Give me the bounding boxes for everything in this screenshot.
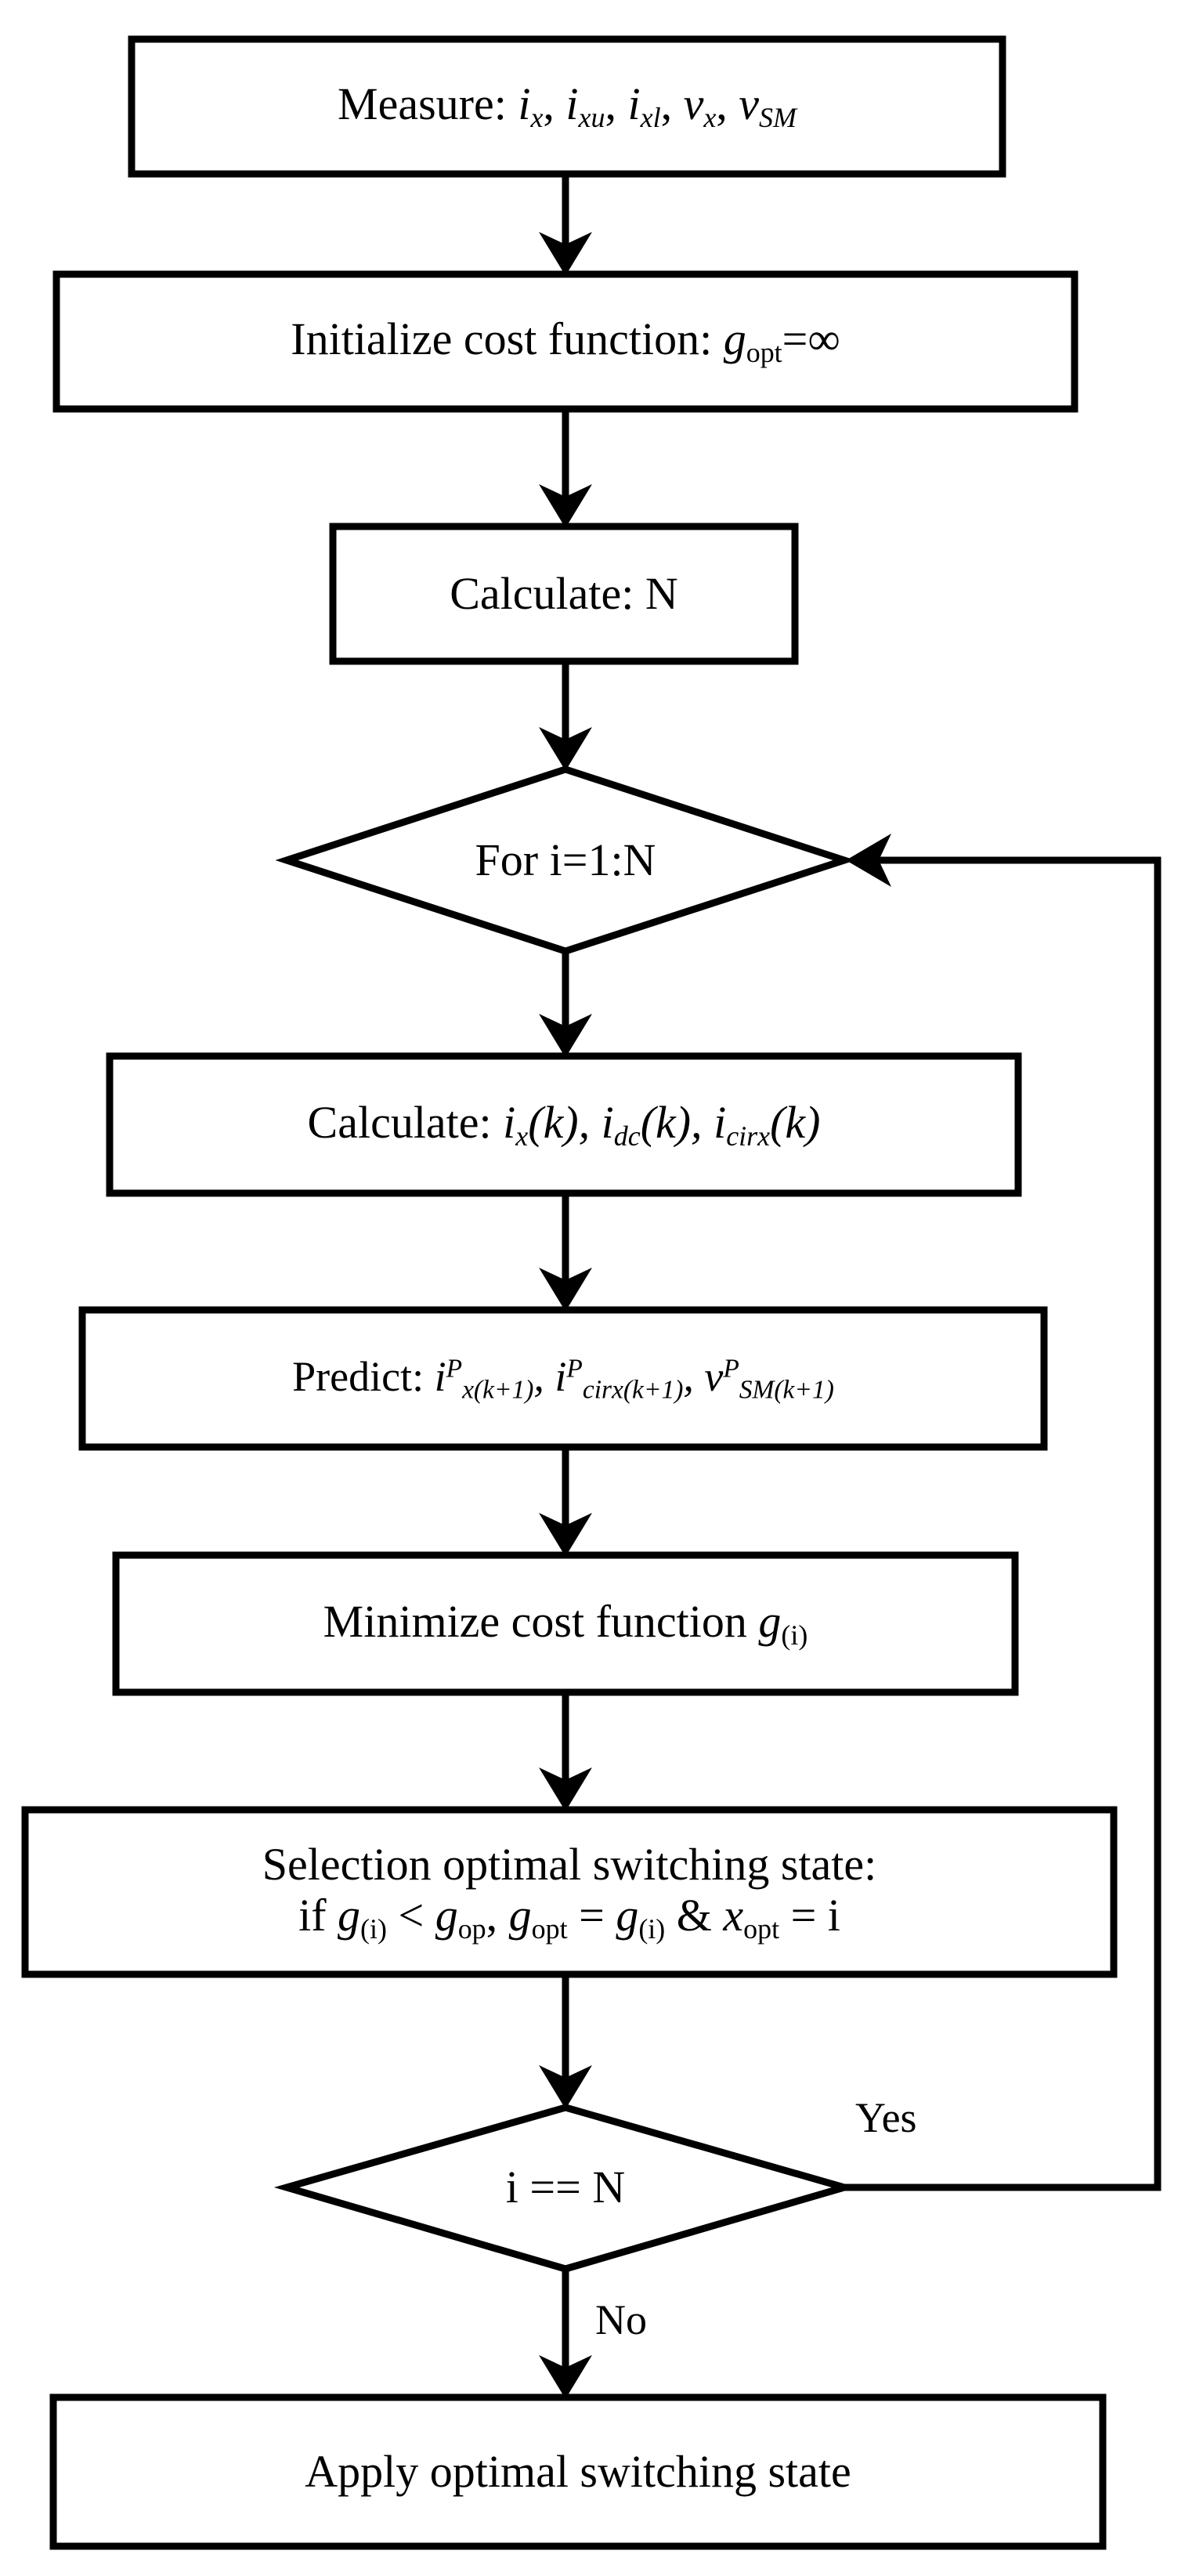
arrowhead-initialize-to-calcn [539, 484, 592, 528]
node-apply [49, 2393, 1107, 2550]
node-minimize [112, 1551, 1019, 1696]
edge-feedback-loop [844, 856, 1162, 2191]
arrowhead-checkn-no-to-apply [539, 2355, 592, 2399]
arrowhead-minimize-to-selection [539, 1767, 592, 1811]
arrowhead-selection-to-checkn [539, 2065, 592, 2109]
arrowhead-calcn-to-forloop [539, 727, 592, 771]
arrowhead-feedback-to-forloop [846, 834, 891, 887]
arrowhead-calc-to-predict [539, 1268, 592, 1312]
node-predict [78, 1306, 1048, 1451]
arrowhead-measure-to-initialize [539, 232, 592, 276]
node-calculate-n [329, 523, 799, 665]
node-check-n [273, 2104, 858, 2273]
node-measure [128, 35, 1006, 178]
arrowhead-forloop-to-calc [539, 1014, 592, 1058]
node-calculate-currents [106, 1052, 1022, 1197]
arrowhead-predict-to-minimize [539, 1513, 592, 1557]
edge-label-yes: Yes [855, 2094, 917, 2141]
node-for-loop [275, 765, 856, 955]
node-selection [21, 1806, 1118, 1978]
node-initialize [52, 270, 1078, 413]
edge-label-no: No [595, 2296, 647, 2343]
